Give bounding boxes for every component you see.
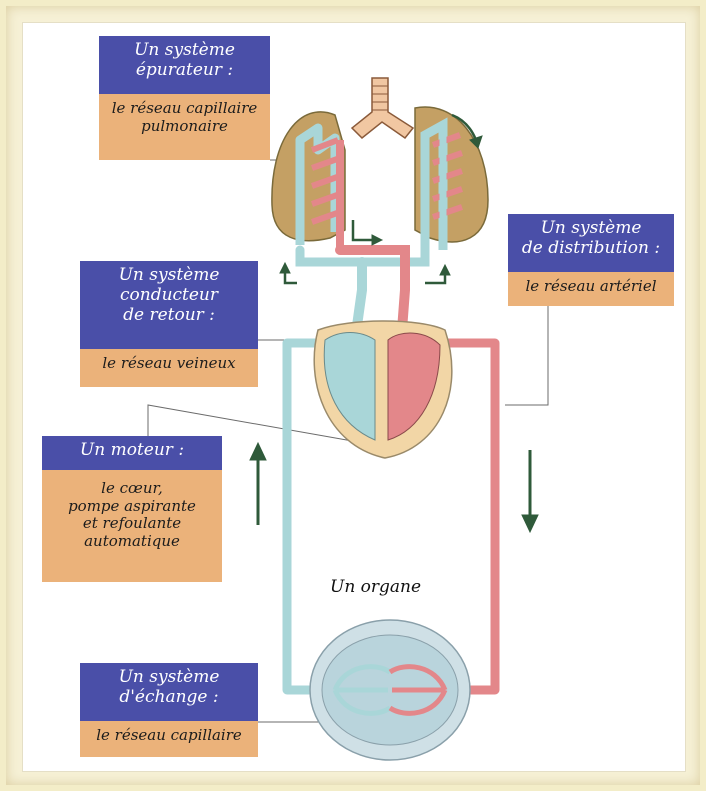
- exchange-desc-line-1: le réseau capillaire: [86, 727, 252, 745]
- leader-distribution: [505, 305, 548, 405]
- distribution-title-line-1: Un système: [514, 218, 668, 238]
- distribution-desc: le réseau artériel: [508, 272, 674, 306]
- return-title-line-2: conducteur: [86, 285, 252, 305]
- motor-title: Un moteur :: [42, 436, 222, 470]
- down-arrow-head-icon: [522, 515, 538, 532]
- exchange-title: Un système d'échange :: [80, 663, 258, 721]
- purifier-title-line-1: Un système: [105, 40, 264, 60]
- purifier-title-line-2: épurateur :: [105, 60, 264, 80]
- distribution-title: Un système de distribution :: [508, 214, 674, 272]
- return-desc: le réseau veineux: [80, 349, 258, 387]
- trachea: [352, 78, 413, 138]
- exchange-desc: le réseau capillaire: [80, 721, 258, 757]
- return-title-line-3: de retour :: [86, 305, 252, 325]
- distribution-title-line-2: de distribution :: [514, 238, 668, 258]
- purifier-desc: le réseau capillaire pulmonaire: [99, 94, 270, 160]
- return-title: Un système conducteur de retour :: [80, 261, 258, 349]
- motor-desc-line-1: le cœur,: [48, 480, 216, 498]
- purifier-desc-line-2: pulmonaire: [105, 118, 264, 136]
- organ: [310, 620, 470, 760]
- motor-desc-line-3: et refoulante: [48, 515, 216, 533]
- purifier-title: Un système épurateur :: [99, 36, 270, 94]
- distribution-desc-line-1: le réseau artériel: [514, 278, 668, 296]
- exchange-title-line-2: d'échange :: [86, 687, 252, 707]
- purifier-desc-line-1: le réseau capillaire: [105, 100, 264, 118]
- organ-label: Un organe: [330, 577, 421, 597]
- up-arrow-head-icon: [250, 443, 266, 460]
- return-title-line-1: Un système: [86, 265, 252, 285]
- motor-title-line-1: Un moteur :: [48, 440, 216, 460]
- motor-desc-line-2: pompe aspirante: [48, 498, 216, 516]
- exchange-title-line-1: Un système: [86, 667, 252, 687]
- motor-desc-line-4: automatique: [48, 533, 216, 551]
- arterial-vessel: [445, 343, 495, 690]
- motor-desc: le cœur, pompe aspirante et refoulante a…: [42, 470, 222, 582]
- return-desc-line-1: le réseau veineux: [86, 355, 252, 373]
